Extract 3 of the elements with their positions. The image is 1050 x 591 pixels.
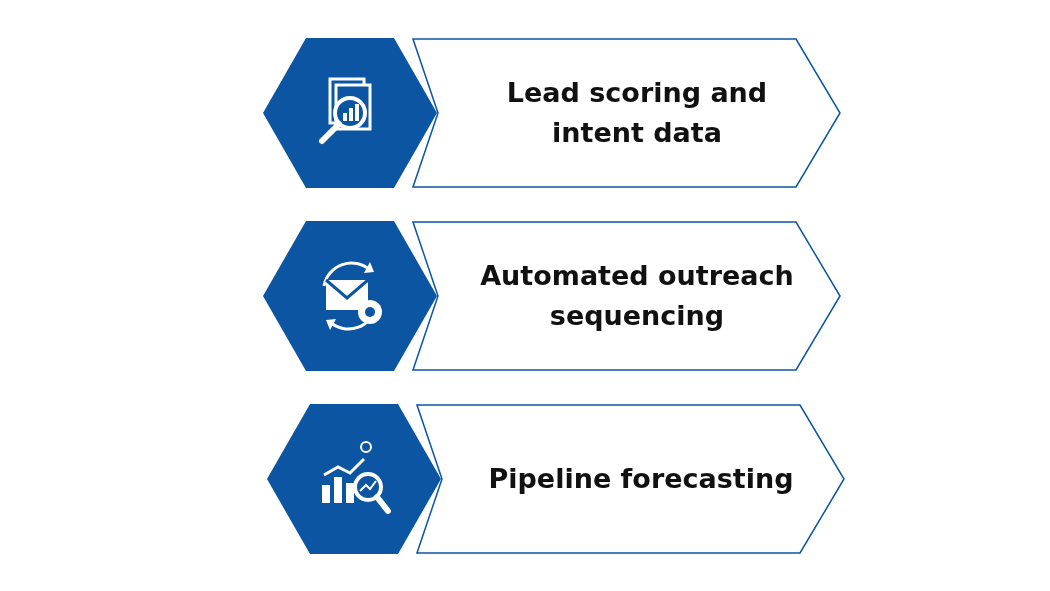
step-label: Automated outreach sequencing bbox=[479, 259, 795, 333]
step-label: Pipeline forecasting bbox=[488, 462, 794, 496]
step-label: Lead scoring and intent data bbox=[505, 76, 769, 150]
